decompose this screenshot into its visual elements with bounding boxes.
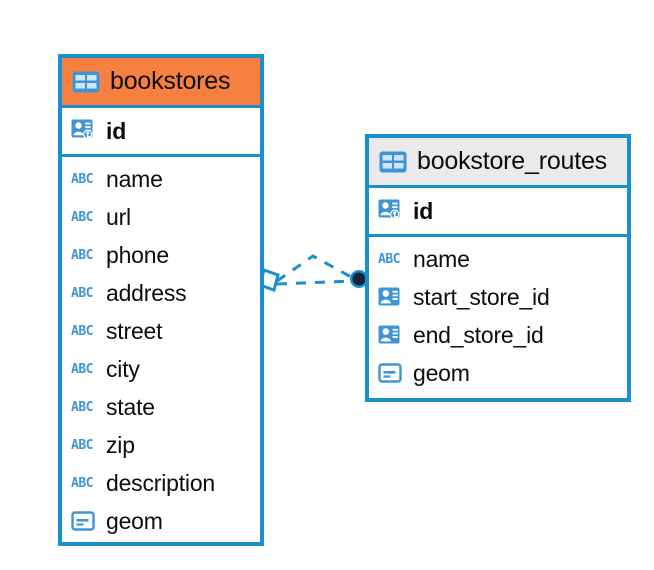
field-label-id: id [106,117,127,144]
many-filled-circle-marker [350,270,368,288]
entity-header-bookstores[interactable]: bookstores [62,58,260,108]
field-row-id[interactable]: id [62,108,260,154]
field-label-state: state [106,393,155,420]
text-type-icon: ABC [71,437,93,453]
field-label-end-store-id: end_store_id [413,321,544,348]
text-type-icon: ABC [71,171,93,187]
field-row-description[interactable]: ABC description [62,464,260,502]
primary-key-section-bookstore-routes: id [369,188,627,237]
foreign-key-icon [378,324,404,346]
entity-title-bookstore-routes: bookstore_routes [417,147,607,175]
relationship-line-upper [276,254,354,283]
text-type-icon: ABC [378,251,400,267]
field-label-description: description [106,469,216,496]
relationship-line-lower [276,279,354,286]
field-row-end-store-id[interactable]: end_store_id [369,316,627,354]
text-type-icon: ABC [71,361,93,377]
field-row-city[interactable]: ABC city [62,350,260,388]
text-type-icon: ABC [71,475,93,491]
geometry-type-icon [378,362,404,384]
field-label-geom: geom [413,359,470,386]
attribute-section-bookstores: ABC name ABC url ABC phone ABC address A… [62,157,260,540]
text-type-icon: ABC [71,285,93,301]
field-label-geom: geom [106,507,163,534]
text-type-icon: ABC [71,399,93,415]
field-label-id: id [413,197,434,224]
primary-key-icon [71,119,97,143]
table-icon [379,151,407,173]
entity-header-bookstore-routes[interactable]: bookstore_routes [369,138,627,188]
field-label-address: address [106,279,187,306]
field-row-url[interactable]: ABC url [62,198,260,236]
foreign-key-icon [378,286,404,308]
field-label-city: city [106,355,140,382]
text-type-icon: ABC [71,247,93,263]
field-row-street[interactable]: ABC street [62,312,260,350]
relationship-bookstores-to-routes[interactable] [255,248,375,310]
entity-table-bookstore-routes[interactable]: bookstore_routes [365,134,631,402]
field-row-phone[interactable]: ABC phone [62,236,260,274]
field-label-zip: zip [106,431,135,458]
geometry-type-icon [71,510,97,532]
entity-title-bookstores: bookstores [110,67,231,95]
field-label-start-store-id: start_store_id [413,283,550,310]
entity-table-bookstores[interactable]: bookstores [58,54,264,546]
field-row-geom[interactable]: geom [62,502,260,540]
field-row-zip[interactable]: ABC zip [62,426,260,464]
field-row-id[interactable]: id [369,188,627,234]
field-row-state[interactable]: ABC state [62,388,260,426]
primary-key-icon [378,199,404,223]
field-label-name: name [106,165,163,192]
field-row-geom[interactable]: geom [369,354,627,392]
attribute-section-bookstore-routes: ABC name start_store_id [369,237,627,392]
text-type-icon: ABC [71,209,93,225]
field-label-url: url [106,203,131,230]
field-row-address[interactable]: ABC address [62,274,260,312]
text-type-icon: ABC [71,323,93,339]
field-label-phone: phone [106,241,169,268]
field-row-name[interactable]: ABC name [369,240,627,278]
table-icon [72,71,100,93]
field-row-name[interactable]: ABC name [62,160,260,198]
field-label-name: name [413,245,470,272]
primary-key-section-bookstores: id [62,108,260,157]
field-row-start-store-id[interactable]: start_store_id [369,278,627,316]
field-label-street: street [106,317,163,344]
